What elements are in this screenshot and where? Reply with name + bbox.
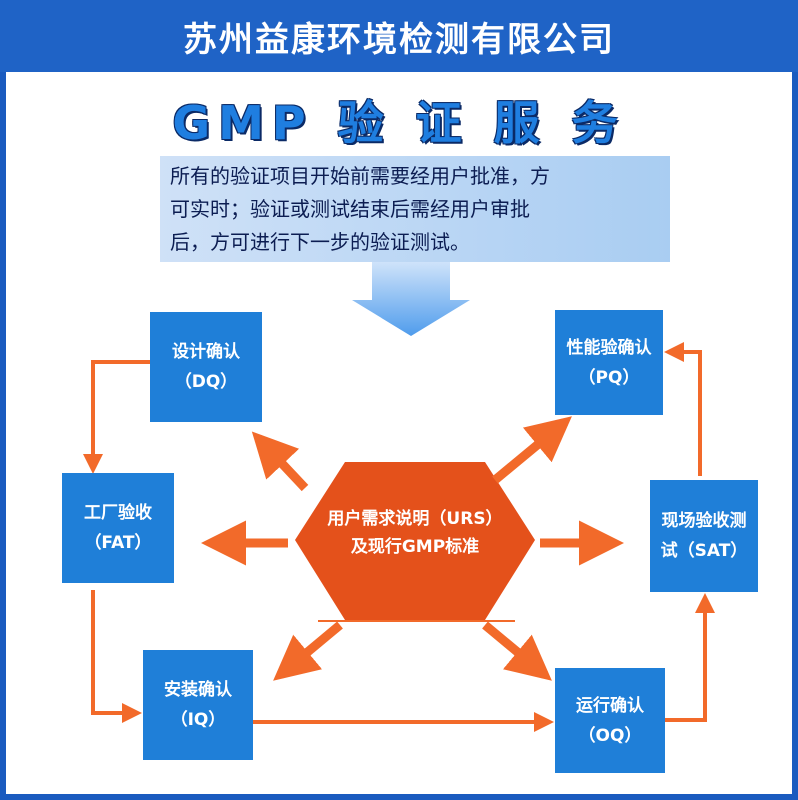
stage-pq-box: 性能验确认 （PQ） bbox=[555, 310, 663, 415]
company-header: 苏州益康环境检测有限公司 bbox=[0, 0, 798, 72]
stage-fat-box: 工厂验收 （FAT） bbox=[62, 473, 174, 583]
arrow-to-dq bbox=[251, 431, 309, 492]
stage-dq-code: （DQ） bbox=[174, 372, 238, 392]
arrow-to-iq bbox=[273, 621, 343, 681]
stage-fat-code: （FAT） bbox=[84, 533, 152, 553]
notice-line: 所有的验证项目开始前需要经用户批准，方 bbox=[170, 164, 550, 188]
arrow-to-pq bbox=[492, 416, 572, 484]
stage-fat-name: 工厂验收 bbox=[84, 503, 152, 523]
gmp-standard-line: 及现行GMP标准 bbox=[350, 537, 480, 557]
stage-oq-name: 运行确认 bbox=[576, 695, 644, 716]
stage-oq-code: （OQ） bbox=[578, 725, 642, 746]
approval-notice: 所有的验证项目开始前需要经用户批准，方 可实时；验证或测试结束后需经用户审批 后… bbox=[160, 156, 670, 262]
arrow-to-oq bbox=[482, 621, 552, 681]
urs-line: 用户需求说明（URS） bbox=[327, 509, 503, 529]
connector-oq-sat bbox=[665, 593, 715, 722]
stage-pq-name: 性能验确认 bbox=[566, 337, 652, 358]
stage-dq-box: 设计确认 （DQ） bbox=[150, 312, 262, 422]
stage-oq-box: 运行确认 （OQ） bbox=[555, 668, 665, 773]
stage-iq-box: 安装确认 （IQ） bbox=[143, 650, 253, 760]
page-title: GMP 验 证 服 务 bbox=[172, 96, 626, 150]
notice-line: 可实时；验证或测试结束后需经用户审批 bbox=[170, 197, 530, 221]
down-arrow bbox=[352, 262, 470, 336]
urs-hexagon bbox=[295, 462, 535, 620]
stage-sat-box: 现场验收测 试（SAT） bbox=[650, 480, 758, 592]
stage-iq-name: 安装确认 bbox=[164, 680, 232, 700]
stage-sat-code: 试（SAT） bbox=[660, 541, 748, 561]
stage-sat-name: 现场验收测 bbox=[661, 511, 747, 531]
connector-dq-fat bbox=[83, 360, 150, 474]
stage-pq-code: （PQ） bbox=[578, 367, 640, 388]
stage-iq-code: （IQ） bbox=[170, 710, 226, 730]
connector-fat-iq bbox=[91, 590, 142, 723]
connector-sat-pq bbox=[664, 342, 702, 476]
stage-dq-name: 设计确认 bbox=[172, 342, 240, 362]
notice-line: 后，方可进行下一步的验证测试。 bbox=[170, 230, 470, 254]
urs-label: 用户需求说明（URS） 及现行GMP标准 bbox=[295, 505, 535, 575]
